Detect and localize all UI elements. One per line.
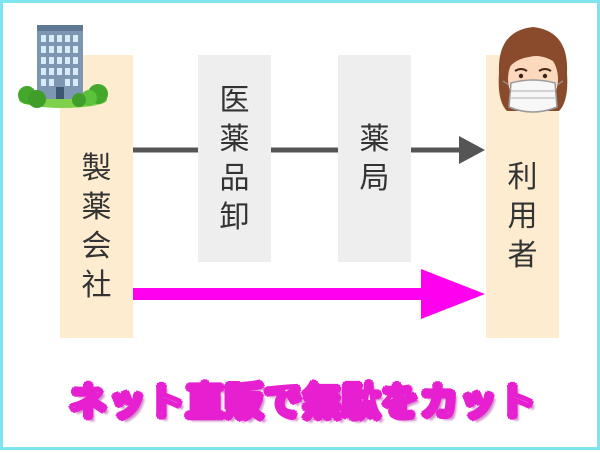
drug-wholesaler-box: 医 薬 品 卸 bbox=[198, 55, 271, 262]
pharmacy-label: 薬 局 bbox=[359, 121, 390, 196]
flow-arrows bbox=[18, 25, 568, 319]
consumer-label: 利 用 者 bbox=[507, 160, 538, 273]
direct-arrow-shaft bbox=[133, 288, 423, 300]
office-building-icon bbox=[18, 25, 108, 108]
pharmacy-box: 薬 局 bbox=[338, 55, 411, 262]
pharma-company-label: 製 薬 会 社 bbox=[81, 150, 112, 303]
headline-caption: ネット直販で無駄をカット bbox=[68, 379, 537, 425]
woman-with-mask-icon bbox=[498, 27, 568, 113]
chain-arrowhead bbox=[459, 136, 485, 164]
direct-arrowhead bbox=[421, 269, 485, 319]
drug-wholesaler-label: 医 薬 品 卸 bbox=[219, 82, 250, 235]
